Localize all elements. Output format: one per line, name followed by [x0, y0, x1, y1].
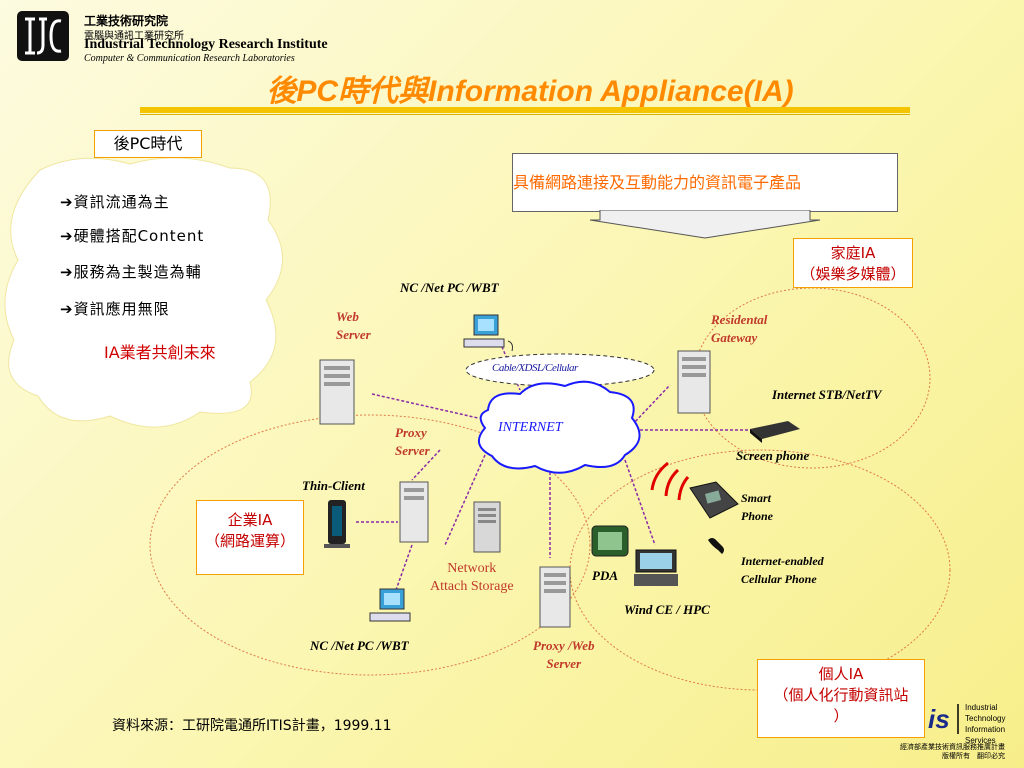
- home-ia-region: [693, 287, 931, 469]
- ia-note: IA業者共創未來: [104, 343, 216, 362]
- personal-ia-box: 個人IA （個人化行動資訊站 ）: [757, 659, 925, 738]
- svg-text:is: is: [928, 704, 950, 734]
- personal-ia-title: 個人IA: [818, 665, 864, 683]
- smart-phone-icon: [689, 481, 739, 519]
- title-underline: [140, 107, 910, 113]
- post-pc-era-label: 後PC時代: [113, 134, 183, 153]
- network-storage-icon: [473, 501, 501, 553]
- internet-cloud: [477, 380, 641, 474]
- web-server-label: Web Server: [336, 309, 371, 342]
- residential-gateway-label: Residental Gateway: [711, 312, 768, 345]
- cable-ellipse: [465, 353, 655, 387]
- org-lab-name: Computer & Communication Research Labora…: [84, 53, 295, 64]
- network-storage-label: Network Attach Storage: [430, 561, 514, 594]
- signal-arc: [677, 476, 690, 501]
- computer-icon: [463, 314, 513, 352]
- org-subtitle-cn: 電腦與通訊工業研究所: [84, 31, 184, 42]
- proxy-web-server-label: Proxy /Web Server: [533, 638, 595, 671]
- computer-icon: [369, 588, 411, 622]
- smart-phone-label: Smart Phone: [741, 491, 774, 523]
- web-server-icon: [319, 359, 355, 425]
- left-cloud-shape: [4, 157, 283, 428]
- signal-arc: [650, 461, 669, 491]
- pda-icon: [591, 525, 629, 557]
- pda-label: PDA: [592, 568, 618, 583]
- link-server-nc: [395, 544, 413, 591]
- source-citation: 資料來源：工研院電通所ITIS計畫，1999.11: [112, 718, 392, 734]
- residential-gateway-icon: [677, 350, 711, 414]
- set-top-box-icon: [750, 421, 800, 443]
- list-item: ➔服務為主製造為輔: [60, 263, 202, 281]
- itri-logo: [17, 11, 69, 61]
- internet-label: INTERNET: [498, 420, 563, 435]
- list-item: ➔硬體搭配Content: [60, 227, 205, 245]
- screen-phone-label: Screen phone: [736, 448, 810, 463]
- link-internet-storage: [444, 454, 486, 546]
- home-ia-box: 家庭IA （娛樂多媒體）: [793, 238, 913, 288]
- list-item: ➔資訊應用無限: [60, 300, 170, 318]
- thin-client-device-icon: [324, 500, 350, 548]
- feature-box: 具備網路連接及互動能力的資訊電子產品: [512, 153, 898, 212]
- enterprise-ia-subtitle: （網路運算）: [204, 532, 295, 550]
- personal-ia-subtitle-end: ）: [833, 707, 849, 725]
- thin-client-label: Thin-Client: [302, 478, 365, 493]
- feature-box-text: 具備網路連接及互動能力的資訊電子產品: [513, 173, 802, 192]
- proxy-server-label: Proxy Server: [395, 425, 430, 458]
- cellular-phone-icon: [708, 538, 724, 554]
- enterprise-ia-title: 企業IA: [227, 511, 273, 529]
- link-web-internet: [371, 393, 479, 419]
- signal-arc: [664, 468, 680, 497]
- down-arrow-icon: [589, 210, 821, 239]
- cellular-phone-label: Internet-enabled Cellular Phone: [741, 554, 824, 586]
- page-title: 後PC時代與Information Appliance(IA): [266, 75, 794, 108]
- post-pc-era-box: 後PC時代: [94, 130, 202, 158]
- itis-logo: is: [928, 704, 959, 734]
- home-ia-title: 家庭IA: [830, 244, 876, 262]
- copyright-note: 經濟部產業技術資訊服務推廣計畫 版權所有 翻印必究: [900, 743, 1005, 760]
- enterprise-ia-region: [149, 414, 591, 676]
- home-ia-subtitle: （娛樂多媒體）: [800, 265, 906, 283]
- org-name-cn: 工業技術研究院: [84, 14, 169, 28]
- stb-label: Internet STB/NetTV: [772, 387, 882, 402]
- wince-label: Wind CE / HPC: [624, 602, 710, 617]
- link-internet-thinserver: [411, 449, 441, 481]
- org-name-en: Industrial Technology Research Institute: [84, 37, 328, 52]
- nc-top-label: NC /Net PC /WBT: [400, 280, 499, 295]
- link-internet-wince: [624, 459, 656, 546]
- list-item: ➔資訊流通為主: [60, 193, 170, 211]
- handheld-pc-icon: [634, 549, 678, 586]
- nc-bottom-label: NC /Net PC /WBT: [310, 638, 409, 653]
- itis-name: Industrial Technology Information Servic…: [965, 703, 1006, 745]
- link-internet-gateway: [631, 384, 671, 426]
- personal-ia-subtitle: （個人化行動資訊站: [773, 686, 909, 704]
- cable-label: Cable/XDSL/Cellular: [492, 362, 578, 374]
- proxy-web-server-icon: [539, 566, 571, 628]
- title-underline-shadow: [140, 114, 910, 115]
- thin-client-server-icon: [399, 481, 429, 543]
- enterprise-ia-box: 企業IA （網路運算）: [196, 500, 304, 575]
